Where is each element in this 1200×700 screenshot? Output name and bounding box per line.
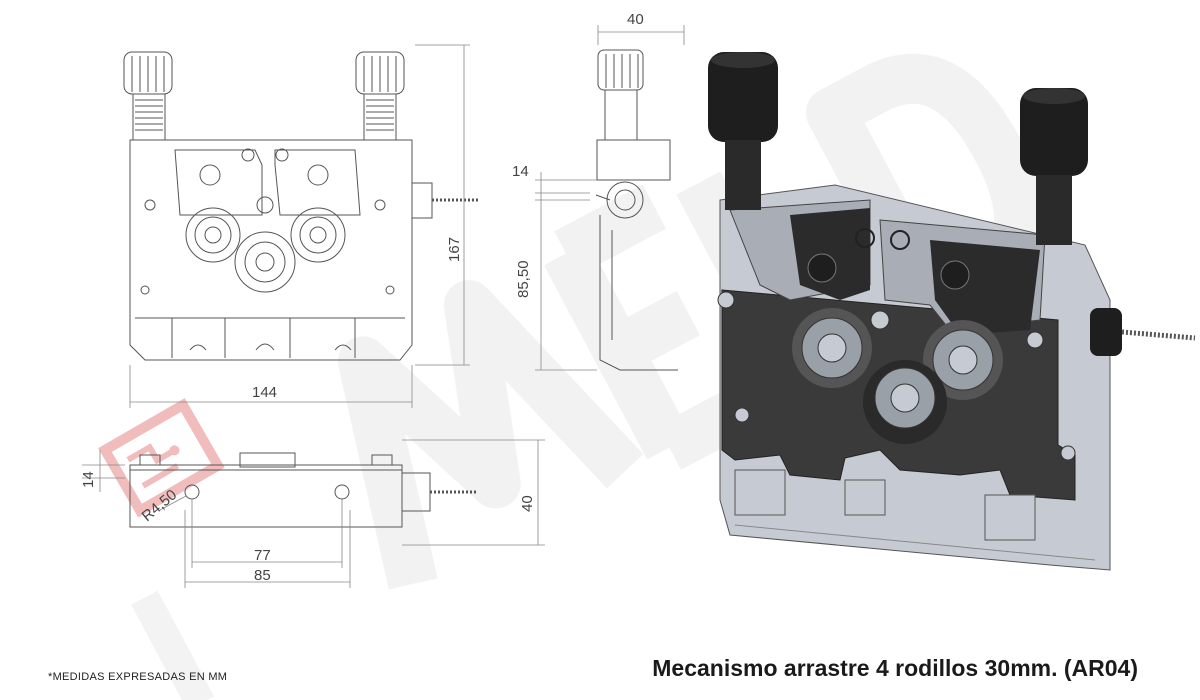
front-dim-width: 144: [252, 384, 277, 401]
bottom-dim-radius: R4,50: [139, 486, 181, 525]
bottom-dim-outer: 85: [254, 567, 271, 584]
front-view: [123, 51, 480, 361]
right-knob-icon: [355, 51, 405, 141]
units-footnote: *MEDIDAS EXPRESADAS EN MM: [48, 671, 228, 683]
product-title: Mecanismo arrastre 4 rodillos 30mm. (AR0…: [652, 655, 1138, 681]
side-dim-offset: 14: [512, 163, 529, 180]
side-dimensions: [535, 25, 685, 371]
side-dim-height: 85,50: [515, 260, 532, 298]
bottom-dim-hole-spacing: 77: [254, 547, 271, 564]
side-view: [595, 49, 678, 371]
left-knob-icon: [123, 51, 173, 141]
front-roller-icon: [185, 207, 346, 293]
bottom-view: [129, 452, 478, 528]
front-plate-outline: [129, 139, 413, 361]
bottom-dimensions: [82, 439, 545, 588]
feeder-3d-render: [708, 52, 1196, 571]
roller-icon: [792, 308, 1003, 444]
bottom-dim-depth: 40: [519, 495, 536, 512]
knob-icon: [708, 52, 1088, 245]
front-dimensions: [129, 44, 470, 408]
front-dim-height: 167: [446, 237, 463, 262]
bottom-dim-offset: 14: [80, 471, 97, 488]
side-dim-top-width: 40: [627, 11, 644, 28]
